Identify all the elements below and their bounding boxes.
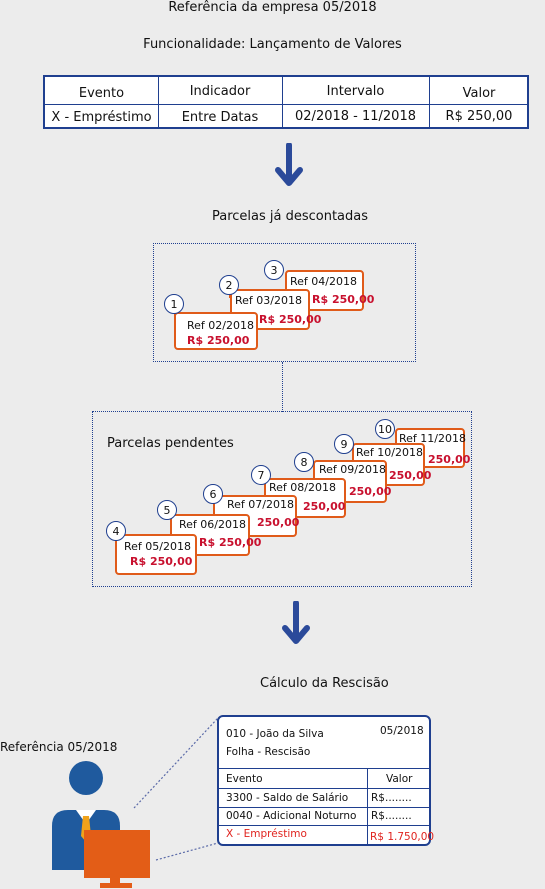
page-reference-title: Referência da empresa 05/2018: [168, 0, 377, 15]
divider: [219, 788, 429, 789]
calc-row-event: 3300 - Saldo de Salário: [226, 792, 349, 804]
cell-evento: X - Empréstimo: [51, 110, 152, 125]
installment-card-4: Ref 05/2018 R$ 250,00: [115, 534, 197, 575]
col-header-indicador: Indicador: [189, 84, 251, 99]
col-header-valor: Valor: [462, 86, 496, 101]
installment-ref: Ref 10/2018: [356, 446, 423, 459]
divider: [219, 825, 429, 826]
calc-period: 05/2018: [380, 725, 424, 737]
installment-ref: Ref 05/2018: [124, 540, 191, 553]
installment-number: 5: [157, 500, 177, 520]
installment-value: 250,00: [428, 453, 471, 466]
group-connector: [282, 362, 283, 412]
divider: [219, 768, 429, 769]
installment-card-1: Ref 02/2018 R$ 250,00: [174, 312, 258, 350]
calc-title: Cálculo da Rescisão: [260, 676, 389, 691]
installment-ref: Ref 04/2018: [290, 275, 357, 288]
table-divider: [158, 77, 159, 127]
pending-group: [92, 411, 472, 587]
installment-value: 250,00: [389, 469, 432, 482]
installment-ref: Ref 07/2018: [227, 498, 294, 511]
installment-ref: Ref 09/2018: [319, 463, 386, 476]
installment-number: 2: [219, 275, 239, 295]
col-header-intervalo: Intervalo: [326, 84, 385, 99]
launch-table: Evento Indicador Intervalo Valor X - Emp…: [43, 75, 529, 129]
installment-value: 250,00: [257, 516, 300, 529]
calc-row-value: R$........: [371, 792, 412, 804]
calc-row-event: 0040 - Adicional Noturno: [226, 810, 357, 822]
col-header-evento: Evento: [78, 86, 125, 101]
divider: [367, 768, 368, 844]
rescisao-window: 010 - João da Silva 05/2018 Folha - Resc…: [217, 715, 435, 846]
installment-number: 3: [264, 260, 284, 280]
user-at-computer-icon: [52, 761, 150, 888]
down-arrow-icon: [275, 143, 303, 186]
installment-value: R$ 250,00: [312, 293, 375, 306]
installment-number: 8: [294, 452, 314, 472]
discounted-group: [153, 243, 416, 362]
col-header-evento: Evento: [226, 773, 263, 785]
cell-intervalo: 02/2018 - 11/2018: [295, 109, 416, 124]
installment-value: 250,00: [349, 485, 392, 498]
installment-number: 7: [251, 465, 271, 485]
installment-ref: Ref 11/2018: [399, 432, 466, 445]
cell-valor: R$ 250,00: [445, 109, 513, 124]
functionality-title: Funcionalidade: Lançamento de Valores: [143, 37, 402, 52]
installment-value: R$ 250,00: [259, 313, 322, 326]
installment-value: R$ 250,00: [199, 536, 262, 549]
installment-number: 4: [106, 521, 126, 541]
calc-row-value-loan: R$ 1.750,00: [370, 831, 435, 843]
installment-number: 1: [164, 294, 184, 314]
table-divider: [429, 77, 430, 127]
table-divider: [282, 77, 283, 127]
installment-value: 250,00: [303, 500, 346, 513]
col-header-valor: Valor: [386, 773, 413, 785]
pending-title: Parcelas pendentes: [107, 436, 234, 451]
down-arrow-icon: [282, 601, 310, 644]
installment-ref: Ref 03/2018: [235, 294, 302, 307]
installment-number: 10: [375, 419, 395, 439]
divider: [219, 807, 429, 808]
installment-ref: Ref 06/2018: [179, 518, 246, 531]
calc-row-event-loan: X - Empréstimo: [226, 828, 307, 840]
table-row-divider: [45, 104, 527, 105]
installment-value: R$ 250,00: [130, 555, 193, 568]
connector: [174, 309, 176, 323]
installment-ref: Ref 02/2018: [187, 319, 254, 332]
calc-row-value: R$........: [371, 810, 412, 822]
installment-value: R$ 250,00: [187, 334, 250, 347]
installment-number: 6: [203, 484, 223, 504]
calc-reference: Referência 05/2018: [0, 740, 118, 754]
installment-ref: Ref 08/2018: [269, 481, 336, 494]
cell-indicador: Entre Datas: [181, 110, 259, 125]
installment-number: 9: [334, 434, 354, 454]
payroll-type: Folha - Rescisão: [226, 746, 311, 758]
employee-name: 010 - João da Silva: [226, 728, 324, 740]
discounted-title: Parcelas já descontadas: [211, 209, 369, 224]
